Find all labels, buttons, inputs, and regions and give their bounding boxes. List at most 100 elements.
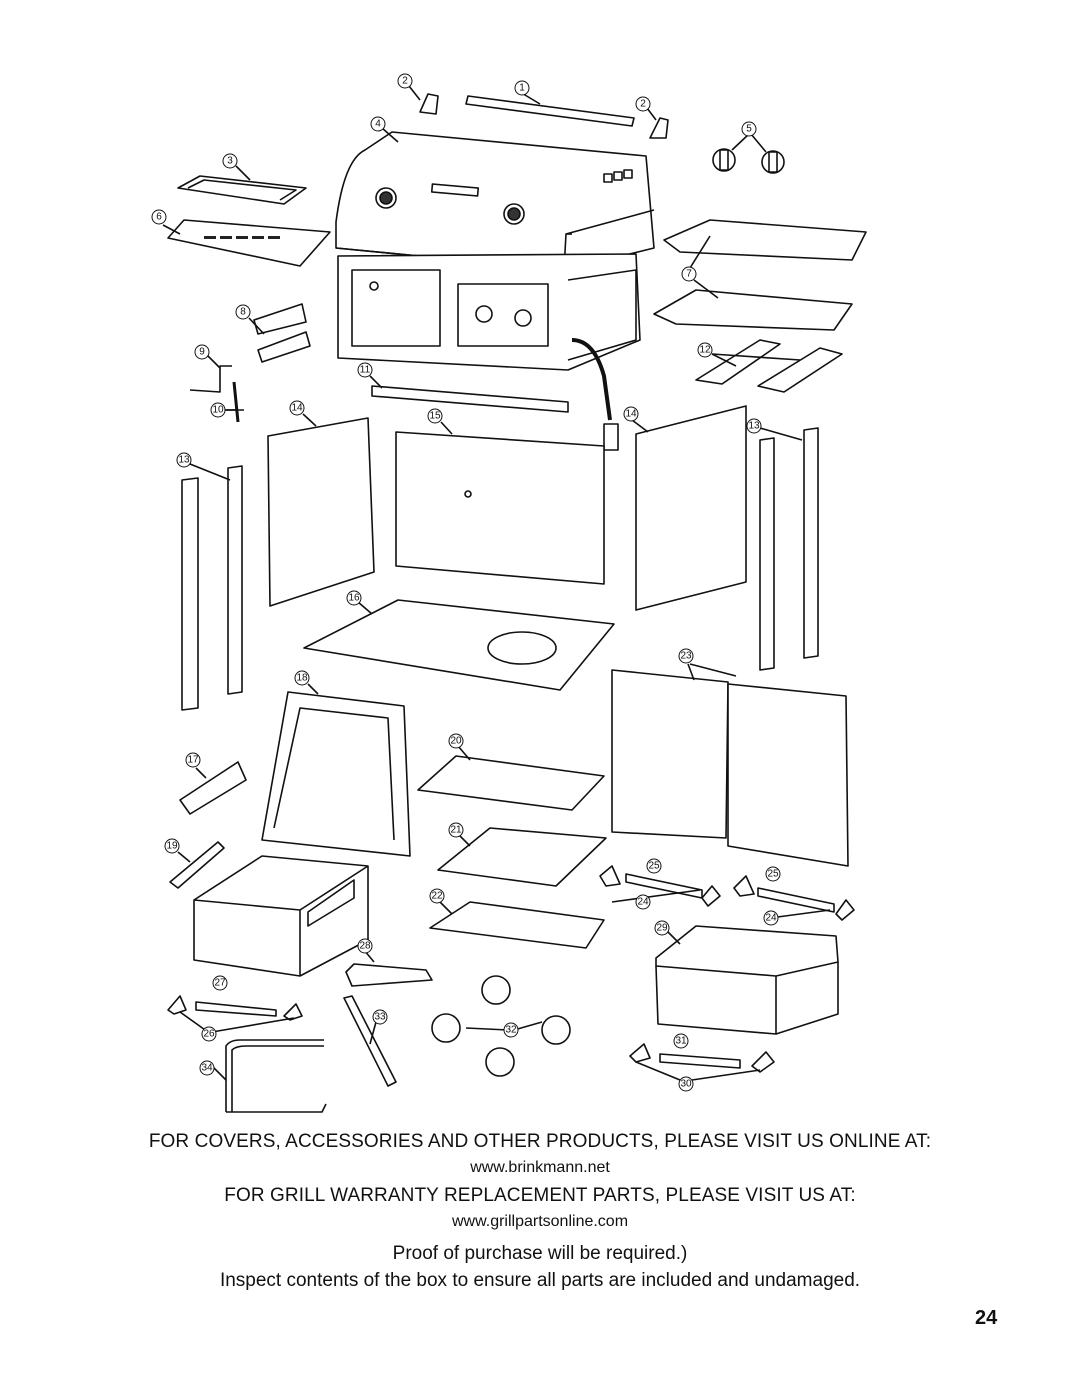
part-control-knobs — [712, 133, 785, 174]
svg-text:14: 14 — [625, 409, 637, 420]
callout-32: 32 — [503, 1022, 519, 1038]
callout-24a: 24 — [635, 894, 651, 910]
callout-29: 29 — [654, 920, 670, 936]
svg-text:24: 24 — [765, 913, 777, 924]
svg-text:22: 22 — [431, 891, 443, 902]
callout-16: 16 — [346, 590, 362, 606]
svg-text:7: 7 — [686, 269, 692, 280]
callout-17: 17 — [185, 752, 201, 768]
svg-text:28: 28 — [359, 941, 371, 952]
callout-2b: 2 — [635, 96, 651, 112]
svg-text:4: 4 — [375, 119, 381, 130]
part-back-panel — [395, 421, 605, 585]
callout-14b: 14 — [623, 406, 639, 422]
part-handle-brackets — [408, 85, 669, 139]
svg-text:13: 13 — [178, 455, 190, 466]
callout-13a: 13 — [176, 452, 192, 468]
callout-18: 18 — [294, 670, 310, 686]
svg-text:19: 19 — [166, 841, 178, 852]
callout-2a: 2 — [397, 73, 413, 89]
svg-text:5: 5 — [746, 124, 752, 135]
svg-text:8: 8 — [240, 307, 246, 318]
part-brace — [343, 995, 397, 1087]
callout-33: 33 — [372, 1009, 388, 1025]
part-casters — [431, 975, 571, 1077]
part-firebox — [337, 253, 641, 451]
callout-23: 23 — [678, 648, 694, 664]
callout-25a: 25 — [646, 858, 662, 874]
svg-text:14: 14 — [291, 403, 303, 414]
svg-text:11: 11 — [360, 365, 371, 376]
warranty-heading: FOR GRILL WARRANTY REPLACEMENT PARTS, PL… — [224, 1185, 856, 1206]
callout-14a: 14 — [289, 400, 305, 416]
part-side-burner-lid — [261, 683, 411, 857]
svg-text:1: 1 — [519, 83, 525, 94]
svg-text:21: 21 — [450, 825, 462, 836]
svg-text:15: 15 — [429, 411, 441, 422]
part-burner-tube — [345, 949, 433, 987]
accessories-heading: FOR COVERS, ACCESSORIES AND OTHER PRODUC… — [148, 1131, 932, 1152]
callout-7: 7 — [681, 266, 697, 282]
part-shelf-brackets — [167, 995, 303, 1033]
callout-10: 10 — [210, 402, 226, 418]
svg-text:2: 2 — [402, 76, 408, 87]
svg-text:33: 33 — [374, 1012, 386, 1023]
svg-text:18: 18 — [296, 673, 308, 684]
callout-24b: 24 — [763, 910, 779, 926]
callout-31: 31 — [673, 1033, 689, 1049]
svg-text:25: 25 — [767, 869, 779, 880]
part-front-bar — [369, 375, 569, 413]
brinkmann-url: www.brinkmann.net — [470, 1159, 610, 1176]
svg-text:2: 2 — [640, 99, 646, 110]
part-lid — [335, 127, 655, 271]
svg-text:23: 23 — [680, 651, 692, 662]
part-cooking-grates — [653, 219, 867, 331]
callout-9: 9 — [194, 344, 210, 360]
callout-19: 19 — [164, 838, 180, 854]
callout-3: 3 — [222, 153, 238, 169]
part-side-grate — [417, 745, 605, 811]
part-igniter-tools — [189, 355, 244, 423]
callout-12: 12 — [697, 342, 713, 358]
svg-text:20: 20 — [450, 736, 462, 747]
callout-15: 15 — [427, 408, 443, 424]
part-door-hinges — [599, 865, 855, 921]
proof-of-purchase-note: Proof of purchase will be required.) — [392, 1243, 688, 1264]
callout-25b: 25 — [765, 866, 781, 882]
callout-30: 30 — [678, 1076, 694, 1092]
callout-22: 22 — [429, 888, 445, 904]
callout-11: 11 — [357, 362, 373, 378]
svg-text:12: 12 — [699, 345, 711, 356]
svg-text:9: 9 — [199, 347, 205, 358]
svg-text:17: 17 — [187, 755, 199, 766]
svg-text:10: 10 — [212, 405, 224, 416]
svg-text:34: 34 — [201, 1063, 213, 1074]
svg-text:27: 27 — [214, 978, 226, 989]
callout-1: 1 — [514, 80, 530, 96]
part-side-vent — [179, 761, 247, 815]
callout-4: 4 — [370, 116, 386, 132]
part-doors — [611, 663, 849, 867]
svg-text:29: 29 — [656, 923, 668, 934]
callout-13b: 13 — [746, 418, 762, 434]
callout-26: 26 — [201, 1026, 217, 1042]
callout-6: 6 — [151, 209, 167, 225]
svg-text:3: 3 — [227, 156, 233, 167]
svg-text:16: 16 — [348, 593, 360, 604]
part-handle-rod — [465, 91, 635, 127]
callout-28: 28 — [357, 938, 373, 954]
grillparts-url: www.grillpartsonline.com — [451, 1213, 629, 1230]
callout-8: 8 — [235, 304, 251, 320]
callout-20: 20 — [448, 733, 464, 749]
svg-text:24: 24 — [637, 897, 649, 908]
part-control-labels — [248, 303, 311, 363]
svg-text:6: 6 — [156, 212, 162, 223]
part-legs — [181, 427, 819, 711]
part-warming-rack — [177, 165, 307, 205]
part-bottom-shelf — [303, 599, 615, 691]
callout-34: 34 — [199, 1060, 215, 1076]
svg-text:13: 13 — [748, 421, 760, 432]
part-side-burner-box — [193, 855, 369, 977]
callout-21: 21 — [448, 822, 464, 838]
part-wire-frame — [213, 1039, 327, 1113]
